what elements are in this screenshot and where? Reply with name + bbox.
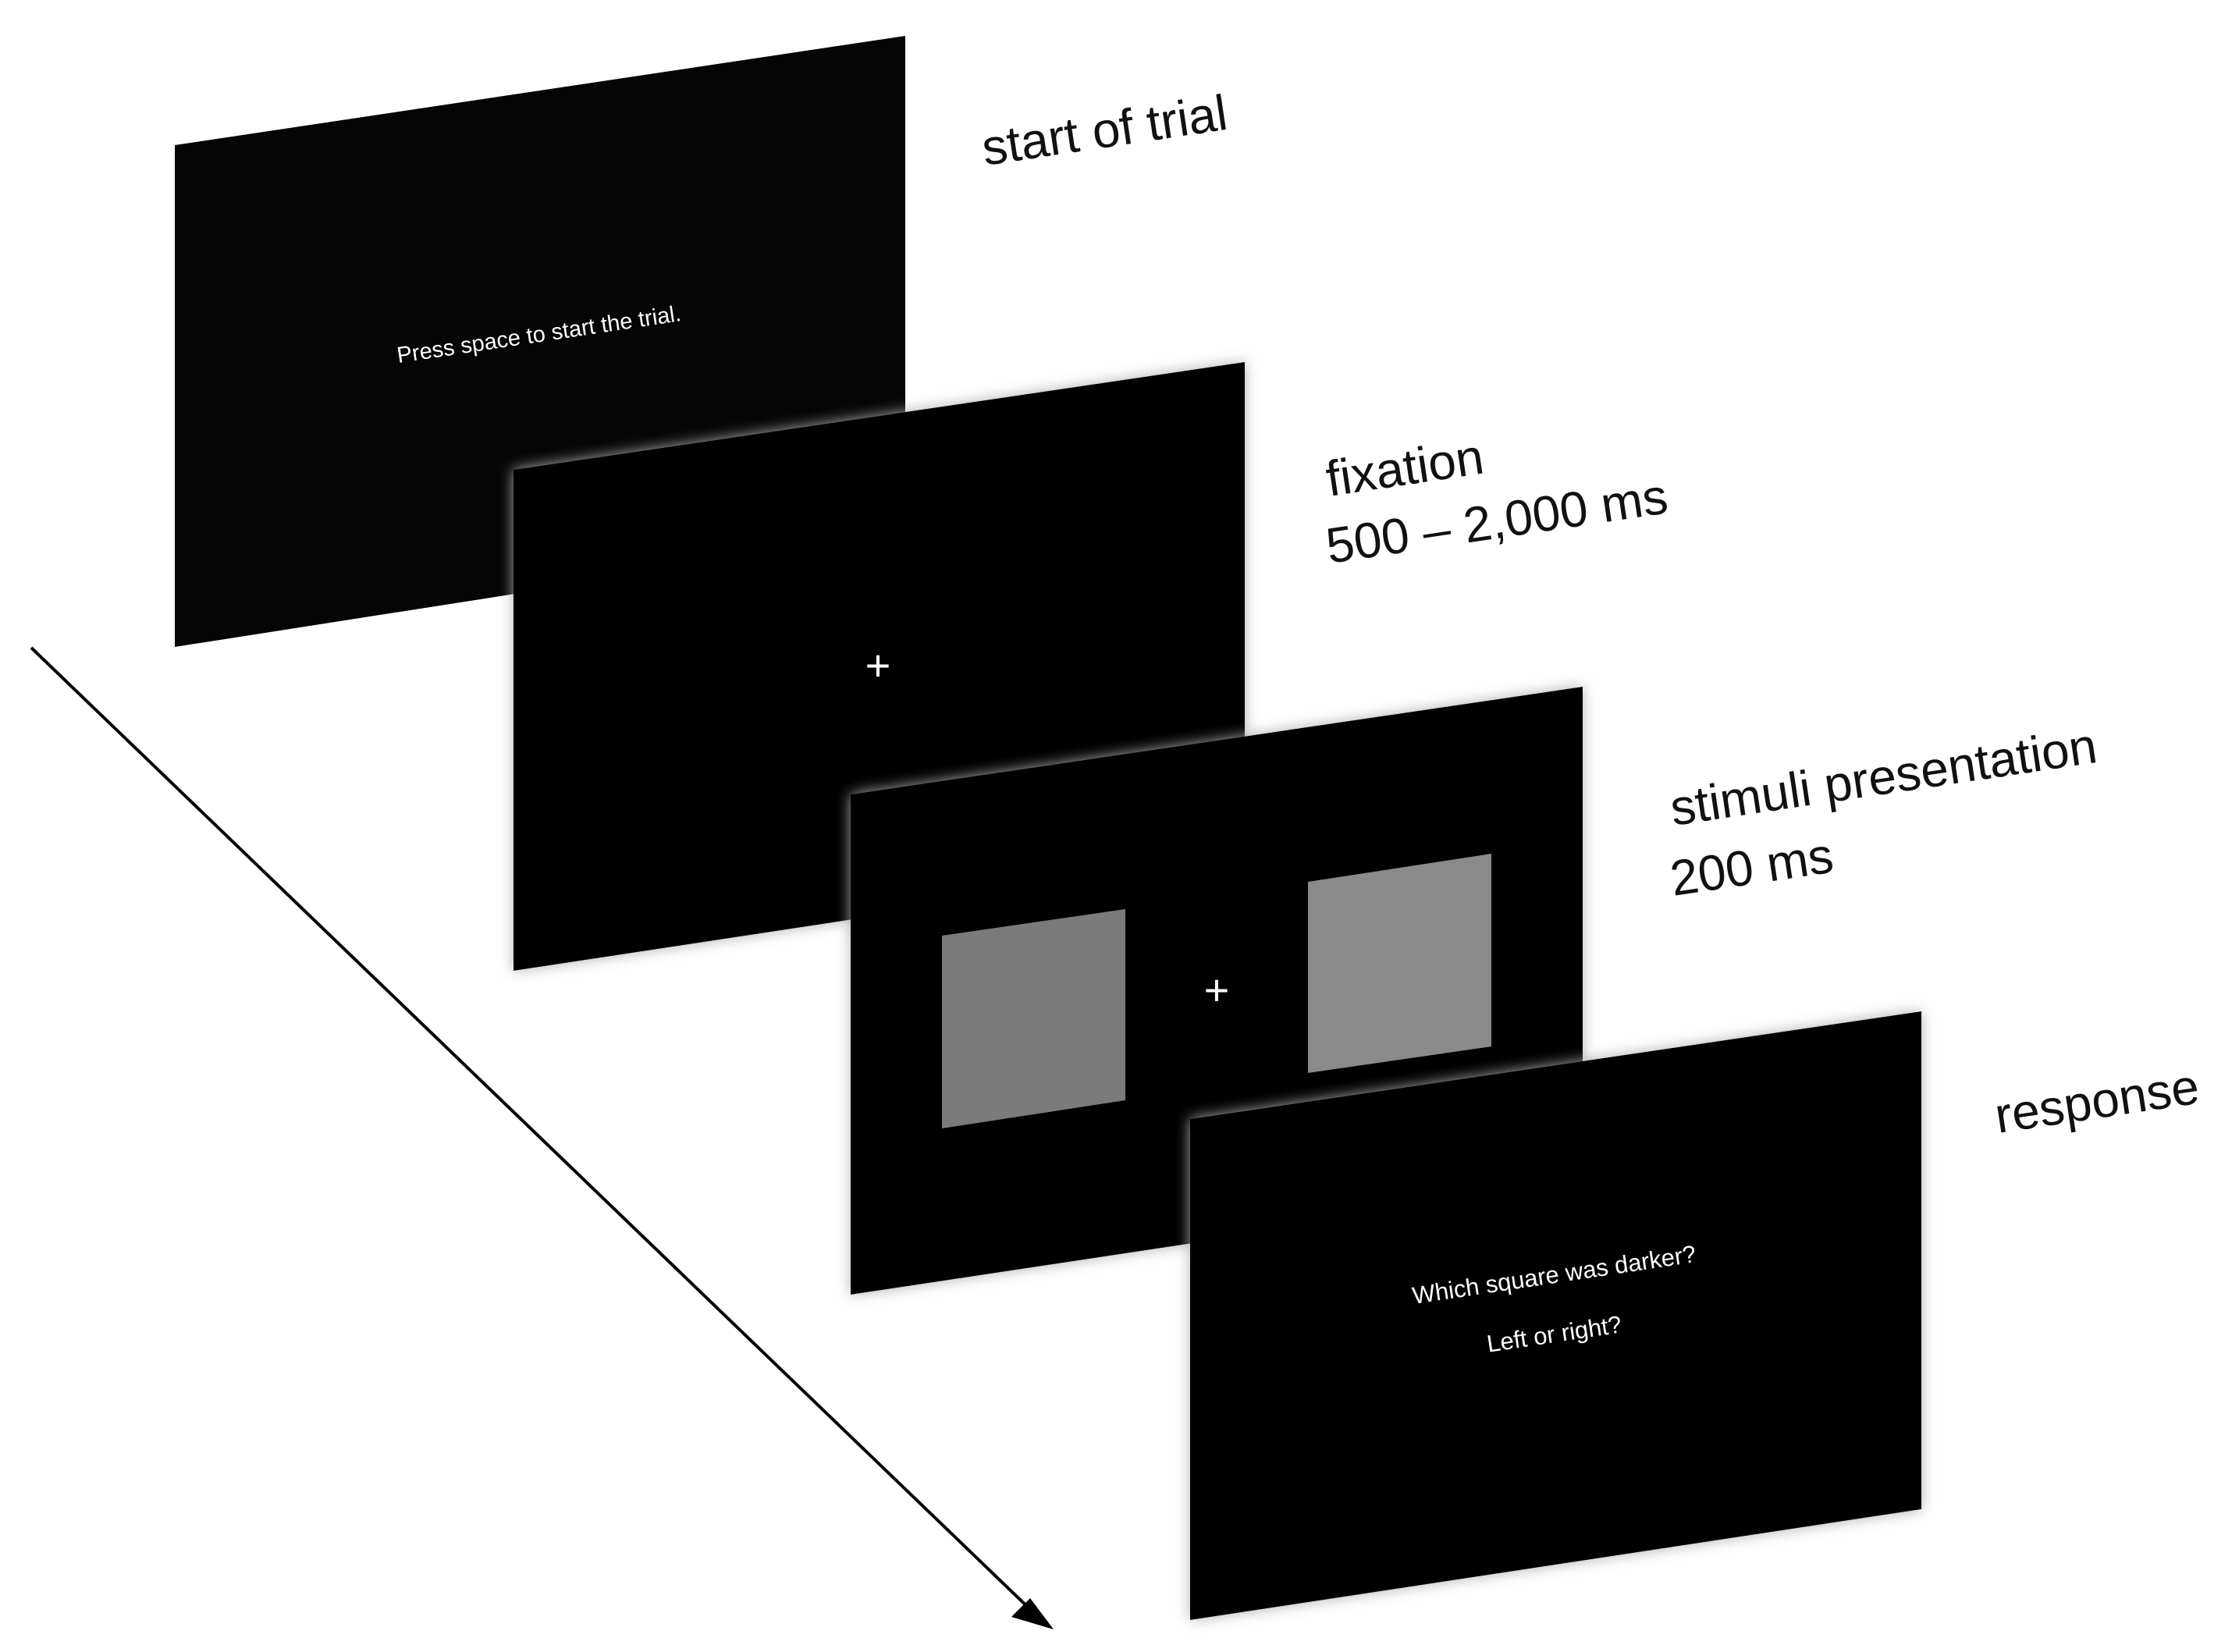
right-square xyxy=(1308,854,1491,1073)
time-arrow-icon xyxy=(1011,1598,1054,1629)
label-stimuli-duration: 200 ms xyxy=(1666,827,1836,907)
time-arrow-line xyxy=(30,646,1038,1617)
label-fixation: fixation xyxy=(1322,428,1487,507)
stimuli-fixation-cross-icon: + xyxy=(1204,965,1230,1014)
fixation-cross-icon: + xyxy=(865,641,891,690)
screen-response xyxy=(1190,1011,1921,1620)
screen-response-panel xyxy=(1190,1011,1921,1620)
time-arrow xyxy=(30,646,1054,1629)
label-response: response xyxy=(1991,1058,2202,1144)
left-square xyxy=(942,909,1125,1128)
label-stimuli-presentation: stimuli presentation xyxy=(1666,717,2100,837)
label-start-of-trial: start of trial xyxy=(978,84,1231,176)
